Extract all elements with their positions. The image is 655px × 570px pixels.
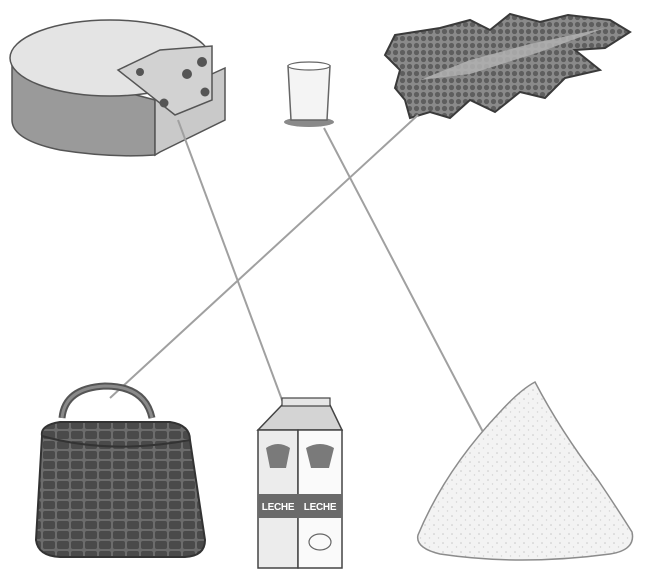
carton-label-left: LECHE <box>262 502 295 513</box>
cheese-icon[interactable] <box>10 20 225 156</box>
milk-carton-icon[interactable]: LECHE LECHE <box>258 398 342 568</box>
animal-hide-icon[interactable] <box>385 14 630 118</box>
line-hide-to-handbag <box>110 115 418 398</box>
sugar-pile-icon[interactable] <box>418 382 633 560</box>
carton-label-right: LECHE <box>304 502 337 513</box>
handbag-icon[interactable] <box>36 386 205 557</box>
glass-icon[interactable] <box>284 62 334 127</box>
connection-lines <box>110 115 483 432</box>
line-cheese-to-milk <box>178 120 285 408</box>
line-glass-to-sugar <box>324 128 483 432</box>
